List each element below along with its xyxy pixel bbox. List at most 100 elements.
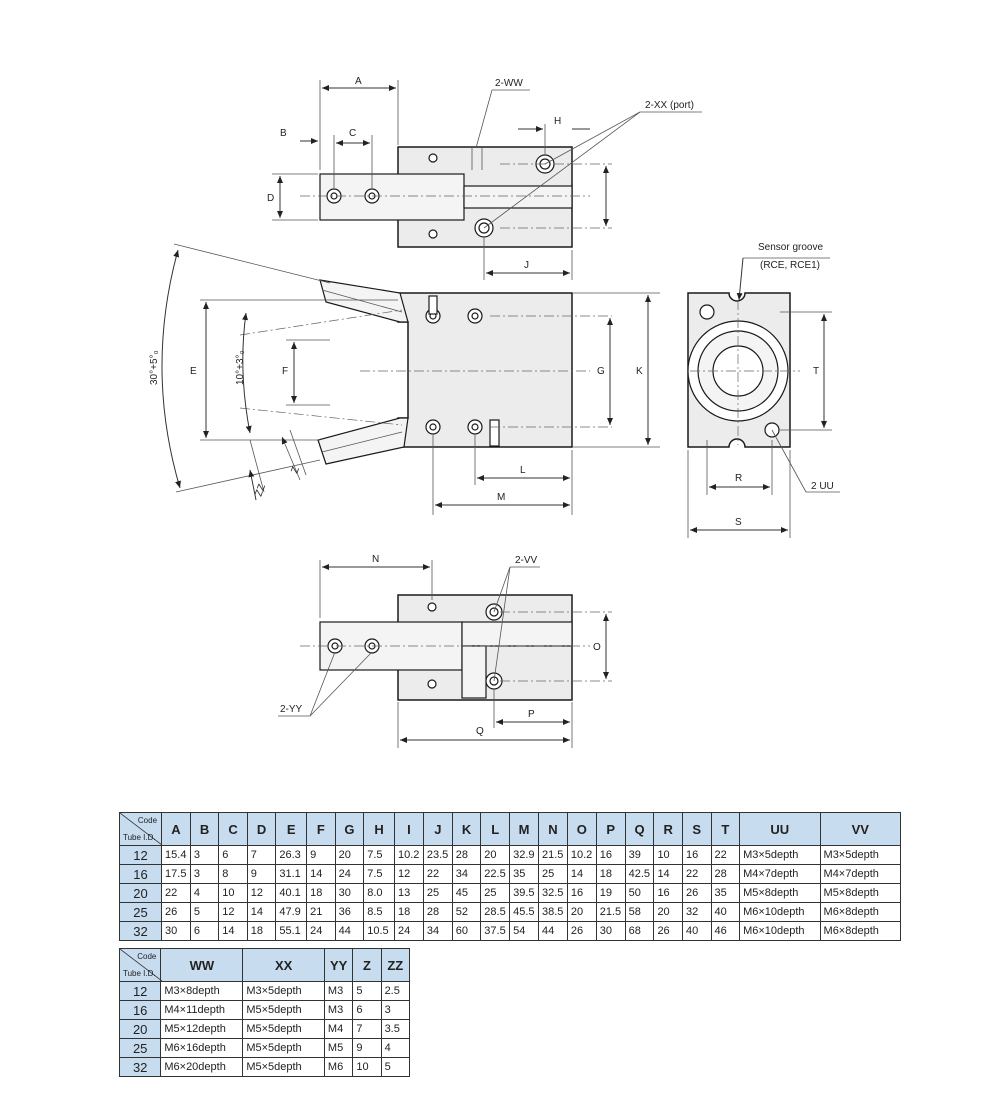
tube-id-cell: 32 [118, 921, 163, 941]
table-cell: 30 [334, 883, 365, 903]
table-cell: 21 [306, 902, 336, 922]
dim-G: G [597, 366, 605, 377]
table-cell: 39.5 [509, 883, 539, 903]
table-cell: M3×5depth [739, 845, 821, 865]
column-header: ZZ [380, 948, 411, 982]
table-cell: 34 [422, 921, 453, 941]
dim-ZZ: ZZ [253, 483, 268, 498]
column-header: L [480, 812, 511, 846]
table-cell: M5×5depth [242, 1038, 325, 1058]
table-cell: 10 [352, 1057, 382, 1077]
table-cell: 3 [380, 1000, 411, 1020]
table-cell: 16 [566, 883, 597, 903]
table-cell: 37.5 [480, 921, 511, 941]
table-cell: 16 [653, 883, 683, 903]
table-cell: 15.4 [161, 845, 191, 865]
table-cell: 40 [681, 921, 712, 941]
bottom-view [300, 594, 612, 701]
table-cell: M3 [323, 1000, 354, 1020]
table-cell: 31.1 [275, 864, 308, 884]
dim-K: K [636, 366, 643, 377]
table-cell: M6×8depth [819, 921, 902, 941]
table-cell: 13 [394, 883, 424, 903]
table-cell: 7.5 [363, 845, 396, 865]
table-cell: 14 [306, 864, 336, 884]
table-cell: 14 [566, 864, 597, 884]
column-header: F [306, 812, 336, 846]
tube-id-cell: 20 [118, 883, 163, 903]
table-cell: 14 [218, 921, 248, 941]
dim-angle10: 10°+3°₀ [235, 350, 246, 385]
table-cell: 9 [306, 845, 336, 865]
callout-yy: 2-YY [280, 704, 303, 715]
table-cell: M6×10depth [739, 902, 821, 922]
table-cell: 5 [380, 1057, 411, 1077]
dim-P: P [528, 709, 535, 720]
table-cell: 20 [334, 845, 365, 865]
table-cell: M4×7depth [739, 864, 821, 884]
table-cell: 30 [161, 921, 191, 941]
column-header: N [538, 812, 568, 846]
table-cell: 47.9 [275, 902, 308, 922]
column-header: C [218, 812, 248, 846]
table-cell: 3.5 [380, 1019, 411, 1039]
column-header: S [681, 812, 712, 846]
table-cell: 58 [624, 902, 655, 922]
column-header: VV [819, 812, 902, 846]
column-header: Z [352, 948, 382, 982]
column-header: YY [323, 948, 354, 982]
table-cell: 42.5 [624, 864, 655, 884]
table-cell: 20 [480, 845, 511, 865]
dim-Z: Z [289, 466, 301, 476]
table-cell: 30 [595, 921, 626, 941]
callout-ww: 2-WW [495, 78, 523, 89]
table-cell: 45.5 [509, 902, 539, 922]
table-cell: M4×11depth [160, 1000, 244, 1020]
dim-O: O [593, 642, 601, 653]
column-header: J [422, 812, 453, 846]
table-cell: 36 [334, 902, 365, 922]
dim-C: C [349, 128, 356, 139]
table-cell: M6×16depth [160, 1038, 244, 1058]
table-cell: 4 [380, 1038, 411, 1058]
table-cell: M4 [323, 1019, 354, 1039]
table-cell: 9 [352, 1038, 382, 1058]
dim-J: J [524, 260, 529, 271]
column-header: E [275, 812, 308, 846]
table-cell: 38.5 [538, 902, 568, 922]
column-header: K [451, 812, 482, 846]
table-cell: 8.5 [363, 902, 396, 922]
dim-E: E [190, 366, 197, 377]
table-cell: 12 [218, 902, 248, 922]
table-cell: 12 [246, 883, 277, 903]
table-cell: 24 [394, 921, 424, 941]
table-cell: 24 [334, 864, 365, 884]
table-cell: M4×7depth [819, 864, 902, 884]
table-cell: 7 [352, 1019, 382, 1039]
side-view [687, 292, 800, 448]
table-cell: M3×5depth [819, 845, 902, 865]
table-cell: 17.5 [161, 864, 191, 884]
table-cell: M5×8depth [819, 883, 902, 903]
table-cell: 22 [422, 864, 453, 884]
table-cell: 26.3 [275, 845, 308, 865]
table-cell: M5×5depth [242, 1000, 325, 1020]
tube-id-cell: 16 [118, 1000, 162, 1020]
table-cell: 7 [246, 845, 277, 865]
column-header: XX [242, 948, 325, 982]
table-cell: M6×10depth [739, 921, 821, 941]
dim-M: M [497, 492, 505, 503]
dim-A: A [355, 76, 362, 87]
table-cell: 45 [451, 883, 482, 903]
table-cell: 32 [681, 902, 712, 922]
callout-vv: 2-VV [515, 555, 538, 566]
table-cell: M3×5depth [242, 981, 325, 1001]
table-cell: 52 [451, 902, 482, 922]
